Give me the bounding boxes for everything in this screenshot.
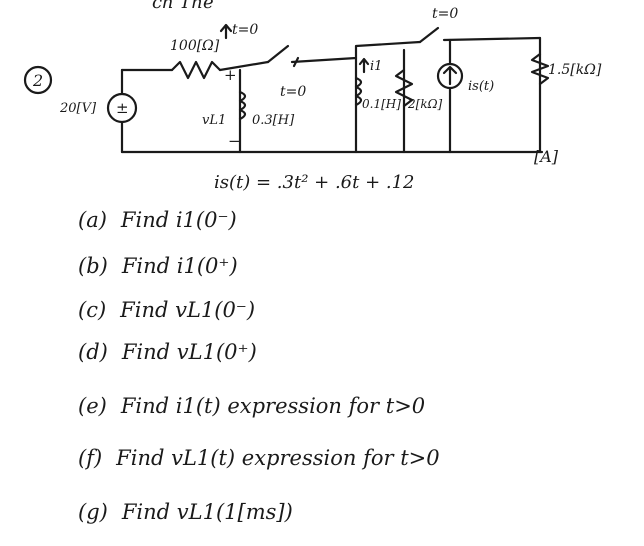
inductor-2 [354, 76, 363, 107]
question-b: (b)Find i1(0⁺) [78, 254, 238, 278]
switch1-arrow [219, 23, 233, 40]
switch3-arrow [292, 56, 300, 68]
inductor2-label: 0.1[H] [362, 97, 401, 111]
wire-top [218, 60, 270, 72]
minus-sign: − [228, 132, 241, 150]
i1-arrow [358, 57, 370, 74]
question-e: (e)Find i1(t) expression for t>0 [78, 394, 426, 418]
question-c: (c)Find vL1(0⁻) [78, 298, 256, 322]
plus-sign: + [224, 66, 237, 84]
equation-unit: [A] [534, 147, 559, 166]
i1-label: i1 [370, 59, 382, 74]
equation: is(t) = .3t² + .6t + .12 [214, 172, 415, 193]
resistor-parallel [394, 68, 414, 108]
problem-number: 2 [32, 71, 43, 90]
switch1-label: t=0 [232, 22, 258, 38]
source-symbol: ± [116, 99, 129, 117]
resistor-series-label: 100[Ω] [170, 38, 220, 54]
switch-1 [266, 44, 290, 64]
resistor-right [530, 52, 550, 86]
resistor-right-label: 1.5[kΩ] [548, 62, 602, 78]
problem-number-circle [23, 65, 53, 95]
question-d: (d)Find vL1(0⁺) [78, 340, 257, 364]
question-f: (f)Find vL1(t) expression for t>0 [78, 446, 440, 470]
inductor1-label: 0.3[H] [252, 113, 295, 128]
resistor-parallel-label: 2[kΩ] [407, 97, 443, 111]
current-source-label: is(t) [468, 79, 494, 94]
vL1-label: vL1 [202, 113, 226, 128]
switch-2 [418, 26, 440, 44]
switch3-label: t=0 [432, 6, 458, 22]
source-voltage: 20[V] [59, 101, 97, 116]
switch2-label: t=0 [280, 84, 306, 100]
header-fragment: ch The [152, 0, 214, 13]
inductor-1 [238, 90, 247, 121]
voltage-source [106, 92, 138, 124]
resistor-series [170, 60, 222, 80]
question-g: (g)Find vL1(1[ms]) [78, 500, 293, 524]
current-arrow [442, 65, 458, 86]
question-a: (a)Find i1(0⁻) [78, 208, 237, 232]
